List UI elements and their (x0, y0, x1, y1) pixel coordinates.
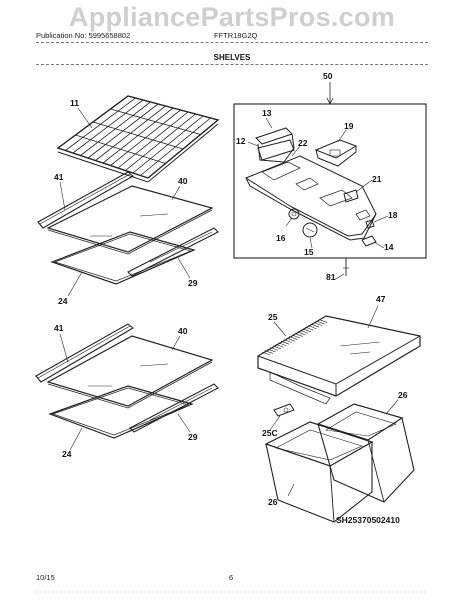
leader-25c (269, 415, 281, 431)
leader-11 (77, 107, 93, 129)
callout-50: 50 (323, 71, 333, 81)
crisper-control-inset-box (233, 103, 427, 259)
leader-41a (59, 181, 66, 211)
leader-25 (273, 321, 287, 337)
damper-cover (255, 127, 295, 163)
leader-40a (171, 185, 181, 201)
shelf-frame-upper (50, 231, 196, 285)
leader-29a (177, 257, 191, 279)
callout-47: 47 (376, 294, 386, 304)
leader-24a (67, 271, 83, 297)
shelf-trim-front-lower (35, 323, 134, 383)
clip-14 (361, 235, 377, 247)
inset-leaders (247, 117, 389, 281)
diagram-id: SH25370502410 (336, 515, 400, 525)
leader-40b (171, 335, 181, 351)
callout-40: 40 (178, 176, 188, 186)
callout-40-lower: 40 (178, 326, 188, 336)
callout-26-right: 26 (398, 390, 408, 400)
callout-26-left: 26 (268, 497, 278, 507)
publication-number: Publication No: 5995658802 (36, 31, 131, 40)
wire-shelf (56, 95, 220, 183)
callout-24-lower: 24 (62, 449, 72, 459)
header-divider (36, 42, 428, 43)
shelf-trim-rear-upper (127, 227, 219, 277)
callout-22: 22 (298, 138, 308, 148)
title-divider (36, 64, 428, 65)
model-number: FFTR18G2Q (214, 31, 258, 40)
callout-41-lower: 41 (54, 323, 64, 333)
callout-41: 41 (54, 172, 64, 182)
footer-date: 10/15 (36, 573, 55, 582)
callout-25c: 25C (262, 428, 278, 438)
shelf-trim-rear-lower (129, 383, 219, 433)
bracket-21 (343, 189, 359, 203)
callout-24: 24 (58, 296, 68, 306)
clip-18 (365, 219, 375, 229)
crisper-control-housing (244, 155, 377, 241)
callout-25: 25 (268, 312, 278, 322)
callout-15: 15 (304, 247, 314, 257)
glass-shelf-upper (46, 185, 214, 255)
callout-18: 18 (388, 210, 398, 220)
crisper-drawer-left (264, 421, 374, 523)
watermark: AppliancePartsPros.com (68, 2, 396, 32)
callout-29-lower: 29 (188, 432, 198, 442)
glass-shelf-lower (46, 335, 214, 409)
shelf-frame-lower (48, 385, 194, 439)
callout-16: 16 (276, 233, 286, 243)
screw-81 (343, 258, 349, 276)
slide-25c (273, 403, 295, 417)
callout-21: 21 (372, 174, 382, 184)
crisper-cover (257, 315, 421, 405)
leader-29b (177, 413, 191, 433)
callout-13: 13 (262, 108, 272, 118)
leader-47 (367, 305, 379, 329)
callout-12: 12 (236, 136, 246, 146)
damper-door (257, 139, 295, 161)
callout-81: 81 (326, 272, 336, 282)
leader-26a (385, 399, 399, 415)
leader-26b (287, 483, 295, 497)
leader-41b (59, 333, 69, 363)
shelf-trim-front-upper (37, 171, 134, 229)
section-title: SHELVES (213, 53, 251, 62)
callout-11: 11 (70, 98, 79, 108)
leader-24b (69, 427, 83, 451)
callout-14: 14 (384, 242, 394, 252)
callout-29: 29 (188, 278, 198, 288)
callout-19: 19 (344, 121, 354, 131)
knob-16 (288, 208, 300, 220)
crisper-drawer-right (316, 403, 415, 503)
page-number: 6 (229, 573, 234, 582)
control-module (314, 139, 358, 167)
sensor-15 (302, 222, 318, 238)
